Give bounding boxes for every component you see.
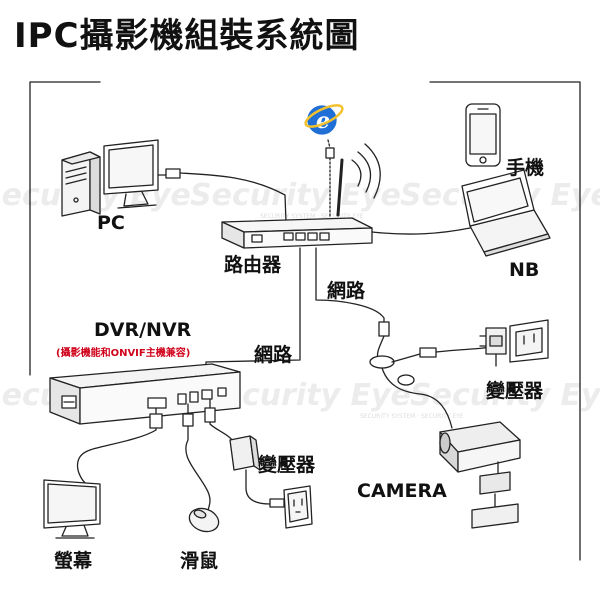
watermark-right-mid: Security Eye	[410, 378, 600, 413]
desktop-computer-icon	[61, 139, 159, 217]
page-title: IPC攝影機組裝系統圖	[14, 16, 360, 56]
cable-dvr-mouse	[185, 403, 211, 511]
vga-connector	[149, 413, 163, 429]
power-outlet-bottom	[283, 485, 313, 529]
label-dvr-note: (攝影機能和ONVIF主機兼容)	[56, 348, 191, 359]
internet-explorer-icon: e	[304, 104, 344, 135]
watermark-mid-top: Security Eye	[190, 178, 401, 213]
laptop-icon	[461, 169, 551, 257]
dc-connector	[204, 407, 216, 423]
label-nb: NB	[509, 259, 540, 281]
outer-bracket	[29, 81, 581, 561]
label-adapter-right: 變壓器	[486, 380, 544, 402]
lcd-monitor-icon	[43, 479, 101, 539]
label-mouse: 滑鼠	[180, 550, 219, 572]
label-adapter-bottom: 變壓器	[258, 454, 316, 476]
camera-pigtail	[369, 335, 497, 429]
watermark-tagline-top: SECURITY SYSTEM · SECURITY EYE	[260, 213, 364, 220]
dvr-recorder-icon	[49, 363, 241, 425]
label-phone: 手機	[506, 157, 545, 179]
cable-dvr-monitor	[76, 407, 157, 485]
smartphone-icon	[465, 103, 501, 167]
computer-mouse-icon	[188, 507, 220, 533]
svg-text:e: e	[316, 108, 330, 134]
cable-pc-router	[157, 168, 287, 223]
cable-dvr-adapter	[209, 399, 233, 441]
power-adapter-right	[479, 319, 549, 367]
cable-router-camera	[315, 247, 385, 333]
cable-router-laptop	[371, 227, 471, 235]
label-network-camera: 網路	[327, 280, 366, 302]
label-monitor: 螢幕	[54, 550, 93, 572]
rj45-connector	[378, 321, 390, 337]
watermark-tagline-mid: SECURITY SYSTEM · SECURITY EYE	[360, 413, 464, 420]
label-dvr: DVR/NVR	[94, 319, 192, 341]
bullet-camera-icon	[439, 421, 521, 529]
label-router: 路由器	[224, 254, 282, 276]
wifi-router-icon	[221, 139, 381, 249]
label-camera: CAMERA	[357, 480, 447, 502]
usb-connector	[182, 413, 194, 427]
label-pc: PC	[97, 212, 125, 234]
power-adapter-bottom	[229, 435, 285, 508]
label-network-dvr: 網路	[254, 344, 293, 366]
